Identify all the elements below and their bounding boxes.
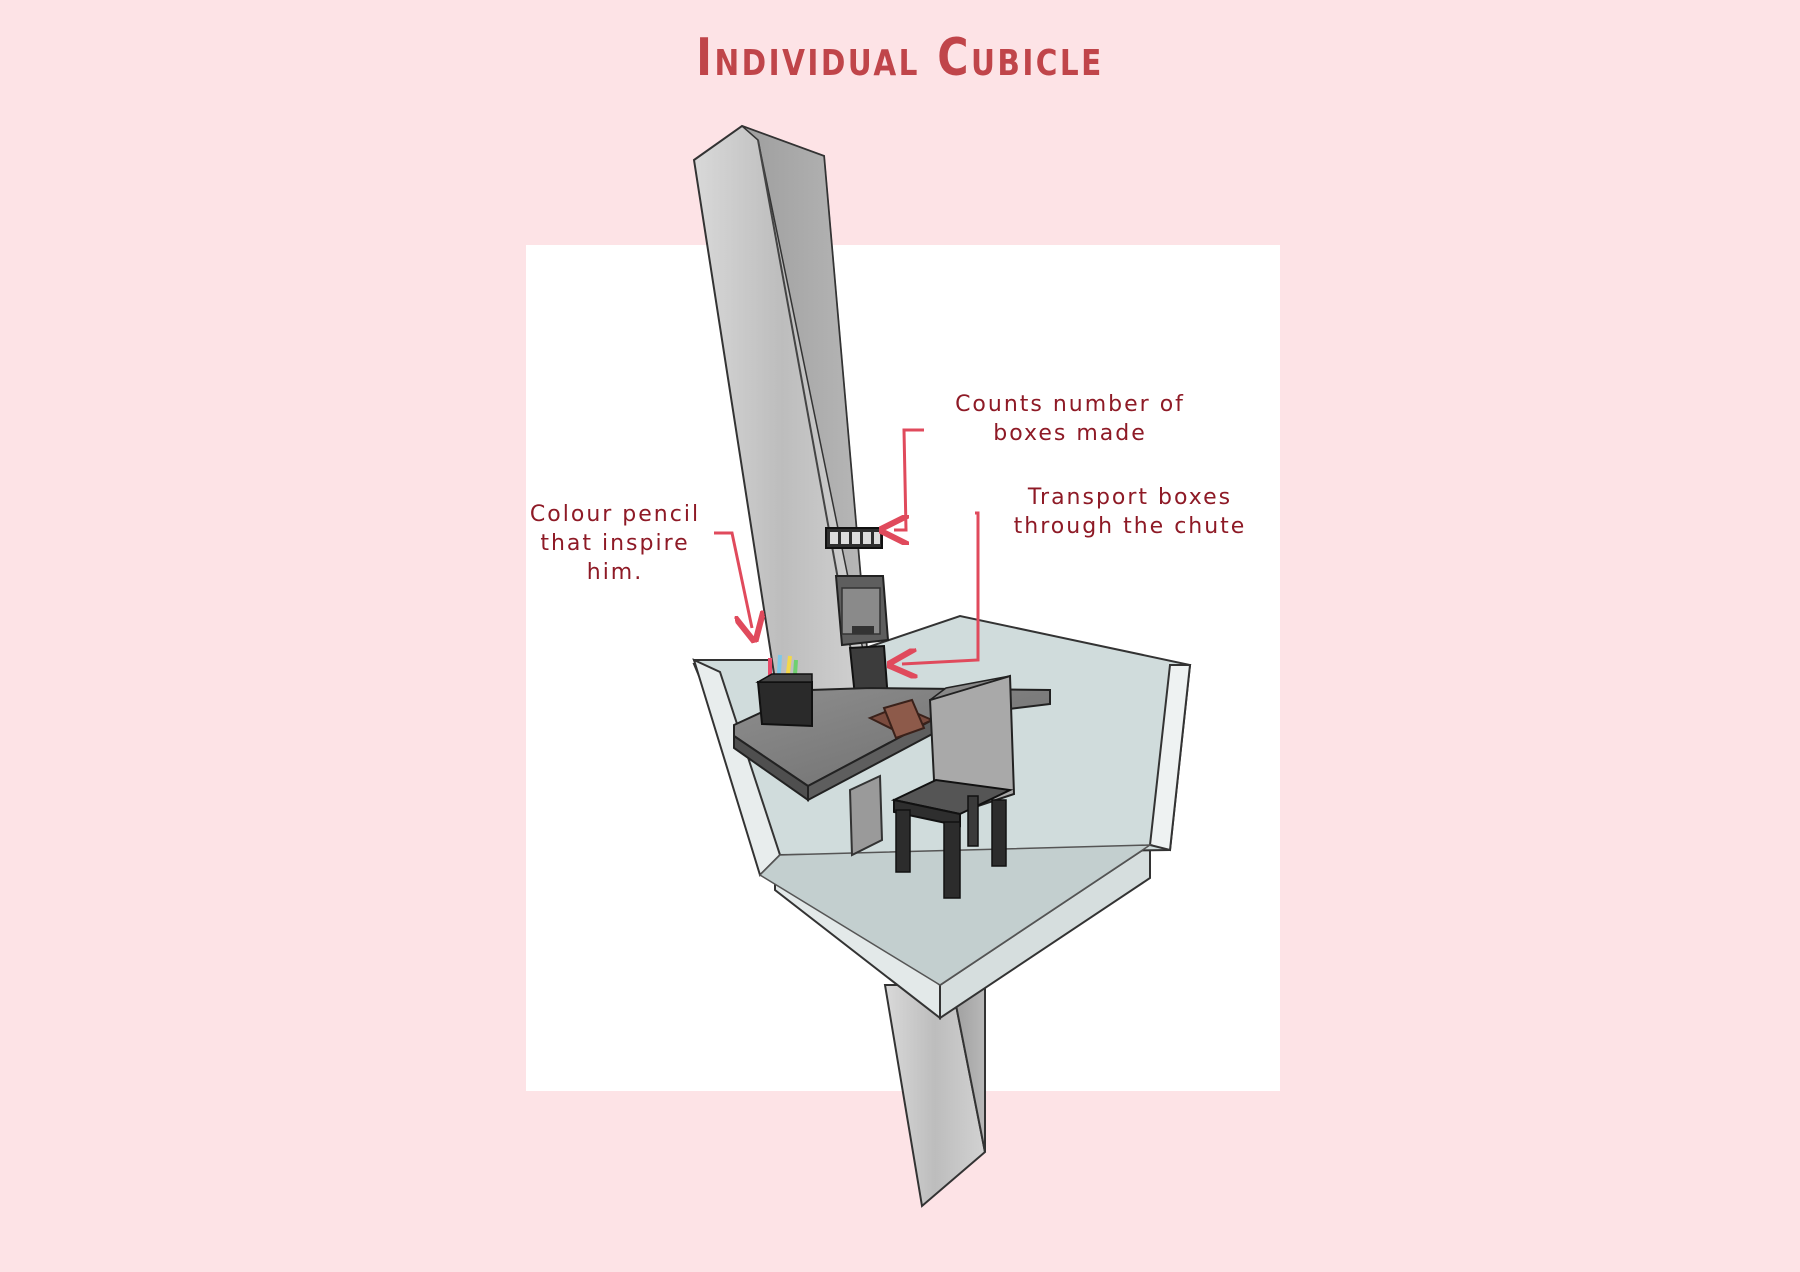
annotation-transport: Transport boxes through the chute [1013, 485, 1247, 539]
lower-pillar [883, 984, 987, 1208]
pencil-arrow [714, 531, 752, 628]
transport-arrow [902, 511, 980, 664]
annotation-counter: Counts number of boxes made [955, 392, 1185, 446]
pencil-cup-icon [755, 654, 813, 728]
counter-icon [825, 527, 883, 549]
chair-icon [890, 674, 1016, 899]
annotation-pencil: Colour pencil that inspire him. [529, 502, 701, 585]
counter-arrow [894, 428, 924, 530]
page-title: Individual Cubicle [696, 28, 1104, 88]
annotation-arrows [714, 428, 980, 664]
